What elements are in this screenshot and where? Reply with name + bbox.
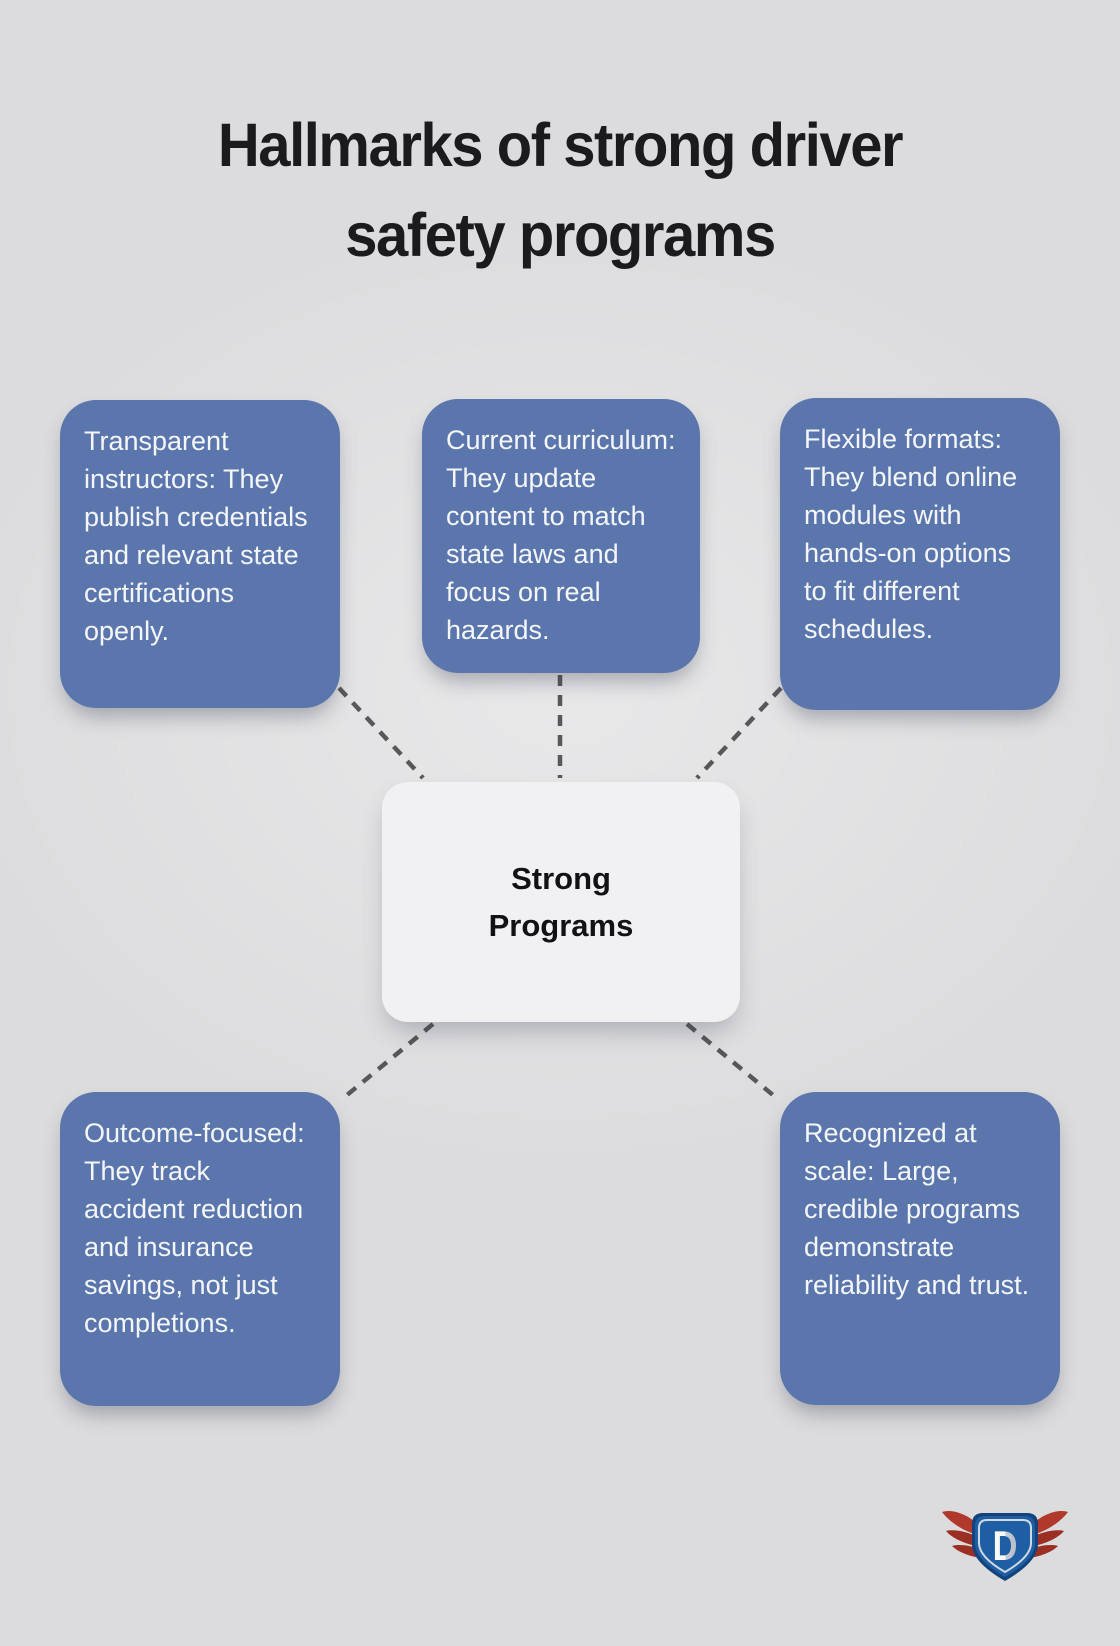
connector-top-left <box>337 686 425 780</box>
node-transparent-instructors: Transparent instructors: They publish cr… <box>60 400 340 708</box>
driver-shield-logo: D <box>942 1510 1068 1581</box>
page-title-line-2: safety programs <box>345 201 776 269</box>
page-title-line-1: Hallmarks of strong driver <box>217 111 904 179</box>
logo-shield-icon <box>972 1513 1038 1581</box>
node-outcome-focused: Outcome-focused: They track accident red… <box>60 1092 340 1406</box>
logo-letter: D <box>993 1523 1018 1570</box>
node-flexible-formats: Flexible formats: They blend online modu… <box>780 398 1060 710</box>
connector-top-right <box>695 686 783 780</box>
node-recognized-at-scale: Recognized at scale: Large, credible pro… <box>780 1092 1060 1405</box>
node-current-curriculum: Current curriculum: They update content … <box>422 399 700 673</box>
connector-bottom-right <box>685 1022 781 1102</box>
page-title: Hallmarks of strong driver safety progra… <box>28 100 1092 280</box>
center-node-label: Strong Programs <box>488 861 634 943</box>
connector-bottom-left <box>339 1022 435 1102</box>
center-node-strong-programs: Strong Programs <box>382 782 740 1022</box>
